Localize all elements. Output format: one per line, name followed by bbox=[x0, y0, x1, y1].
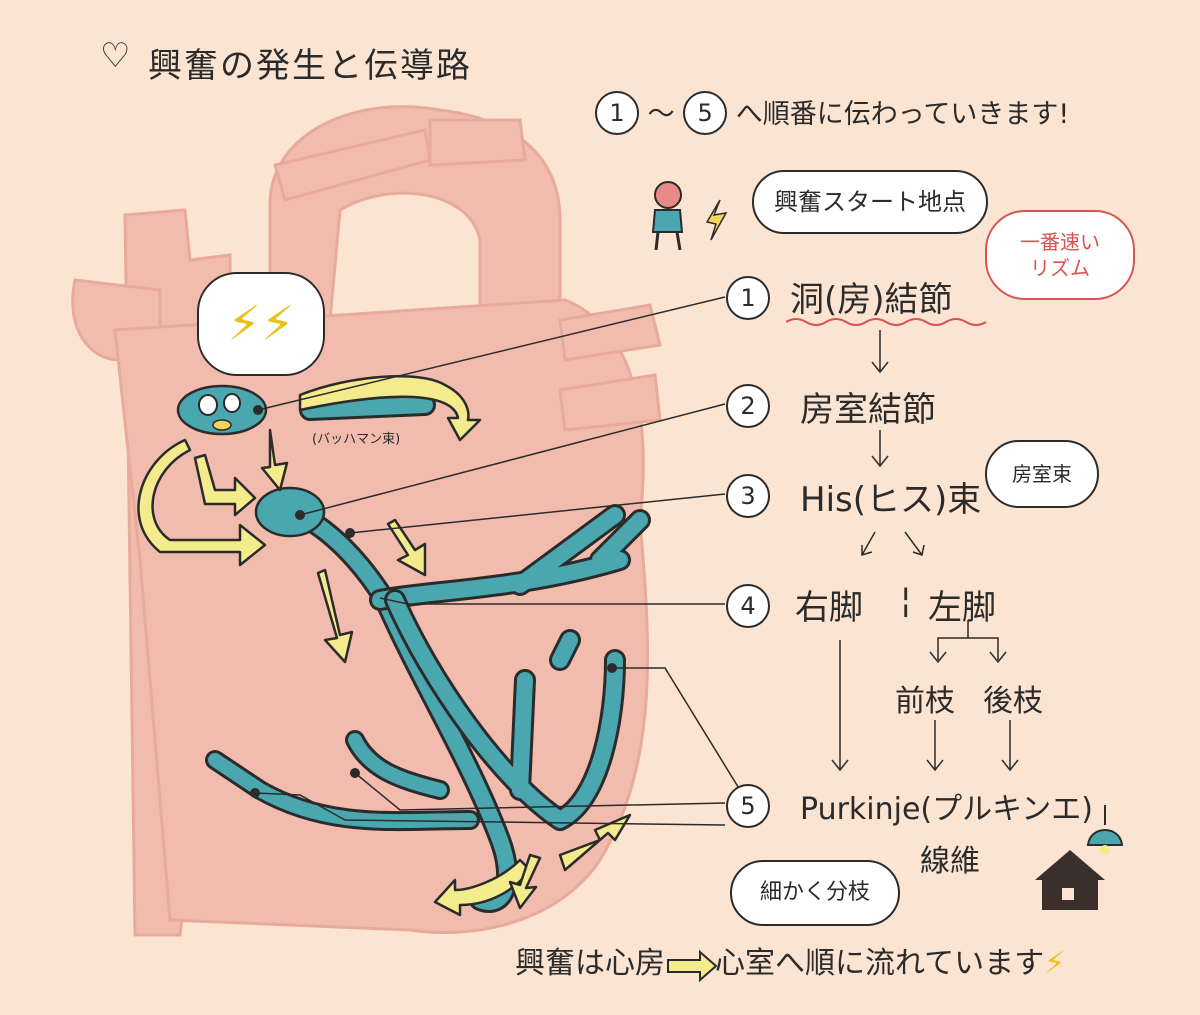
intro-text: 1 〜 5 へ順番に伝わっていきます! bbox=[595, 91, 1070, 137]
page-title: 興奮の発生と伝導路 bbox=[148, 46, 472, 86]
intro-num-from: 1 bbox=[595, 91, 639, 135]
intro-tilde: 〜 bbox=[647, 99, 675, 130]
leader-lines bbox=[254, 296, 1019, 826]
sa-node-character bbox=[176, 384, 268, 436]
step-3-label: His(ヒス)束 bbox=[800, 480, 982, 520]
start-point-bubble: 興奮スタート地点 bbox=[752, 170, 988, 234]
bundle-divider: ¦ bbox=[900, 580, 912, 620]
bachmann-label: (バッハマン束) bbox=[312, 432, 401, 447]
wavy-underline bbox=[786, 318, 987, 326]
house-icon bbox=[1035, 805, 1124, 910]
bundle-bubble: 房室束 bbox=[985, 440, 1099, 508]
flash-bubble: ⚡⚡ bbox=[197, 272, 325, 376]
intro-message: へ順番に伝わっていきます! bbox=[735, 99, 1070, 130]
excitation-arrows bbox=[137, 375, 632, 917]
right-bundle-label: 右脚 bbox=[795, 588, 863, 628]
step-5-label-fiber: 線維 bbox=[920, 844, 980, 879]
footer-bolt-icon: ⚡ bbox=[1044, 946, 1066, 981]
step-5-number: 5 bbox=[726, 784, 770, 828]
footer-part2: 心室へ順に流れています bbox=[715, 946, 1045, 981]
step-1-label: 洞(房)結節 bbox=[790, 280, 953, 320]
footer-part1: 興奮は心房 bbox=[515, 946, 665, 981]
fast-line2: リズム bbox=[1030, 256, 1090, 280]
anterior-branch-label: 前枝 bbox=[895, 684, 955, 719]
step-3-number: 3 bbox=[726, 474, 770, 518]
heart-title-icon: ♡ bbox=[100, 36, 131, 76]
posterior-branch-label: 後枝 bbox=[983, 684, 1043, 719]
footer-arrow bbox=[667, 949, 718, 983]
step-2-label: 房室結節 bbox=[800, 390, 936, 430]
fast-line1: 一番速い bbox=[1020, 230, 1100, 254]
left-bundle-label: 左脚 bbox=[928, 588, 996, 628]
footer-text: 興奮は心房 心室へ順に流れています⚡ bbox=[515, 938, 1065, 982]
fastest-rhythm-bubble: 一番速い リズム bbox=[985, 210, 1135, 300]
av-node bbox=[254, 486, 326, 538]
step-1-number: 1 bbox=[726, 276, 770, 320]
runner-icon bbox=[651, 181, 728, 251]
intro-num-to: 5 bbox=[683, 91, 728, 135]
step-2-number: 2 bbox=[726, 384, 770, 428]
fine-branching-bubble: 細かく分枝 bbox=[730, 860, 900, 926]
step-4-number: 4 bbox=[726, 584, 770, 628]
step-5-label: Purkinje(プルキンエ) bbox=[800, 792, 1093, 827]
